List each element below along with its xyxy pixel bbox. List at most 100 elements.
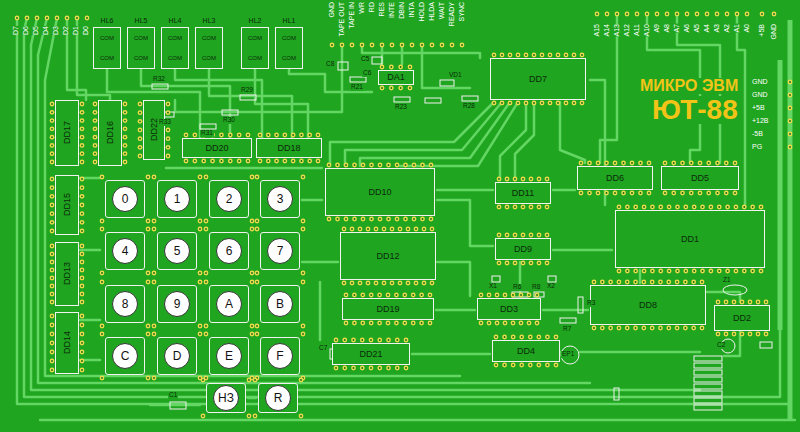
solder-pad bbox=[700, 326, 705, 331]
pad-hole bbox=[461, 44, 463, 46]
key-button: 1 bbox=[157, 180, 197, 218]
pad-hole bbox=[205, 325, 207, 327]
solder-pad bbox=[50, 284, 55, 289]
connector-pin-label: DBIN bbox=[398, 2, 405, 19]
solder-pad bbox=[716, 332, 721, 337]
pad-hole bbox=[757, 333, 759, 335]
solder-pad bbox=[414, 227, 419, 232]
pad-hole bbox=[506, 206, 508, 208]
solder-pad bbox=[301, 280, 306, 285]
pad-hole bbox=[735, 270, 737, 272]
pad-hole bbox=[370, 322, 372, 324]
pad-hole bbox=[302, 333, 304, 335]
pad-hole bbox=[498, 234, 500, 236]
pad-hole bbox=[429, 322, 431, 324]
pad-hole bbox=[496, 294, 498, 296]
solder-pad bbox=[404, 366, 409, 371]
pad-hole bbox=[696, 13, 698, 15]
solder-pad bbox=[430, 227, 435, 232]
solder-pad bbox=[519, 321, 524, 326]
pad-hole bbox=[725, 192, 727, 194]
pad-hole bbox=[601, 281, 603, 283]
pad-hole bbox=[581, 54, 583, 56]
pad-hole bbox=[51, 315, 53, 317]
solder-pad bbox=[123, 135, 128, 140]
solder-pad bbox=[519, 363, 524, 368]
solder-pad bbox=[299, 378, 304, 383]
pad-hole bbox=[626, 281, 628, 283]
connector-pin-label: HOLD bbox=[418, 2, 425, 21]
solder-pad bbox=[80, 368, 85, 373]
solder-pad bbox=[50, 185, 55, 190]
solder-pad bbox=[625, 269, 630, 274]
pad-hole bbox=[267, 134, 269, 136]
solder-pad bbox=[50, 126, 55, 131]
pad-hole bbox=[706, 13, 708, 15]
pad-hole bbox=[147, 333, 149, 335]
solder-pad bbox=[360, 293, 365, 298]
solder-pad bbox=[327, 163, 332, 168]
pad-hole bbox=[147, 176, 149, 178]
solder-pad bbox=[625, 12, 630, 17]
key-button: C bbox=[105, 337, 145, 375]
solder-pad bbox=[50, 177, 55, 182]
solder-pad bbox=[307, 133, 312, 138]
pad-hole bbox=[538, 364, 540, 366]
pad-hole bbox=[153, 325, 155, 327]
pad-hole bbox=[370, 294, 372, 296]
pin-label: COM bbox=[282, 55, 296, 61]
solder-pad bbox=[633, 269, 638, 274]
solder-pad bbox=[219, 133, 224, 138]
solder-pad bbox=[689, 191, 694, 196]
pad-hole bbox=[668, 327, 670, 329]
solder-pad bbox=[198, 271, 203, 276]
part-name: DD8 bbox=[639, 301, 657, 310]
pad-hole bbox=[549, 102, 551, 104]
pad-hole bbox=[361, 367, 363, 369]
part-name: X2 bbox=[546, 283, 556, 290]
solder-pad bbox=[152, 332, 157, 337]
solder-pad bbox=[554, 335, 559, 340]
pad-hole bbox=[199, 377, 201, 379]
solder-pad bbox=[605, 12, 610, 17]
solder-pad bbox=[395, 338, 400, 343]
solder-pad bbox=[146, 271, 151, 276]
solder-pad bbox=[282, 159, 287, 164]
pad-hole bbox=[725, 333, 727, 335]
solder-pad bbox=[500, 53, 505, 58]
solder-pad bbox=[732, 332, 737, 337]
pad-hole bbox=[301, 134, 303, 136]
pad-hole bbox=[557, 54, 559, 56]
solder-pad bbox=[412, 217, 417, 222]
pad-hole bbox=[399, 228, 401, 230]
solder-pad bbox=[398, 227, 403, 232]
solder-pad bbox=[511, 293, 516, 298]
pad-hole bbox=[345, 164, 347, 166]
solder-pad bbox=[184, 159, 189, 164]
pad-hole bbox=[407, 228, 409, 230]
solder-pad bbox=[683, 205, 688, 210]
solder-pad bbox=[80, 292, 85, 297]
pad-hole bbox=[555, 336, 557, 338]
pad-hole bbox=[124, 145, 126, 147]
solder-pad bbox=[246, 159, 251, 164]
solder-pad bbox=[548, 101, 553, 106]
solder-pad bbox=[389, 86, 394, 91]
relay-name: HL1 bbox=[276, 17, 302, 24]
pad-hole bbox=[205, 220, 207, 222]
ic-chip: DD1 bbox=[615, 210, 765, 268]
pad-hole bbox=[301, 160, 303, 162]
pad-hole bbox=[81, 120, 83, 122]
part-name: C2 bbox=[716, 342, 726, 349]
solder-pad bbox=[274, 159, 279, 164]
solder-pad bbox=[80, 203, 85, 208]
pad-hole bbox=[259, 160, 261, 162]
solder-pad bbox=[369, 321, 374, 326]
pad-hole bbox=[26, 17, 28, 19]
pad-hole bbox=[610, 327, 612, 329]
ic-chip: DD5 bbox=[661, 166, 739, 190]
solder-pad bbox=[715, 12, 720, 17]
pad-hole bbox=[640, 162, 642, 164]
pad-hole bbox=[404, 322, 406, 324]
solder-pad bbox=[408, 65, 413, 70]
